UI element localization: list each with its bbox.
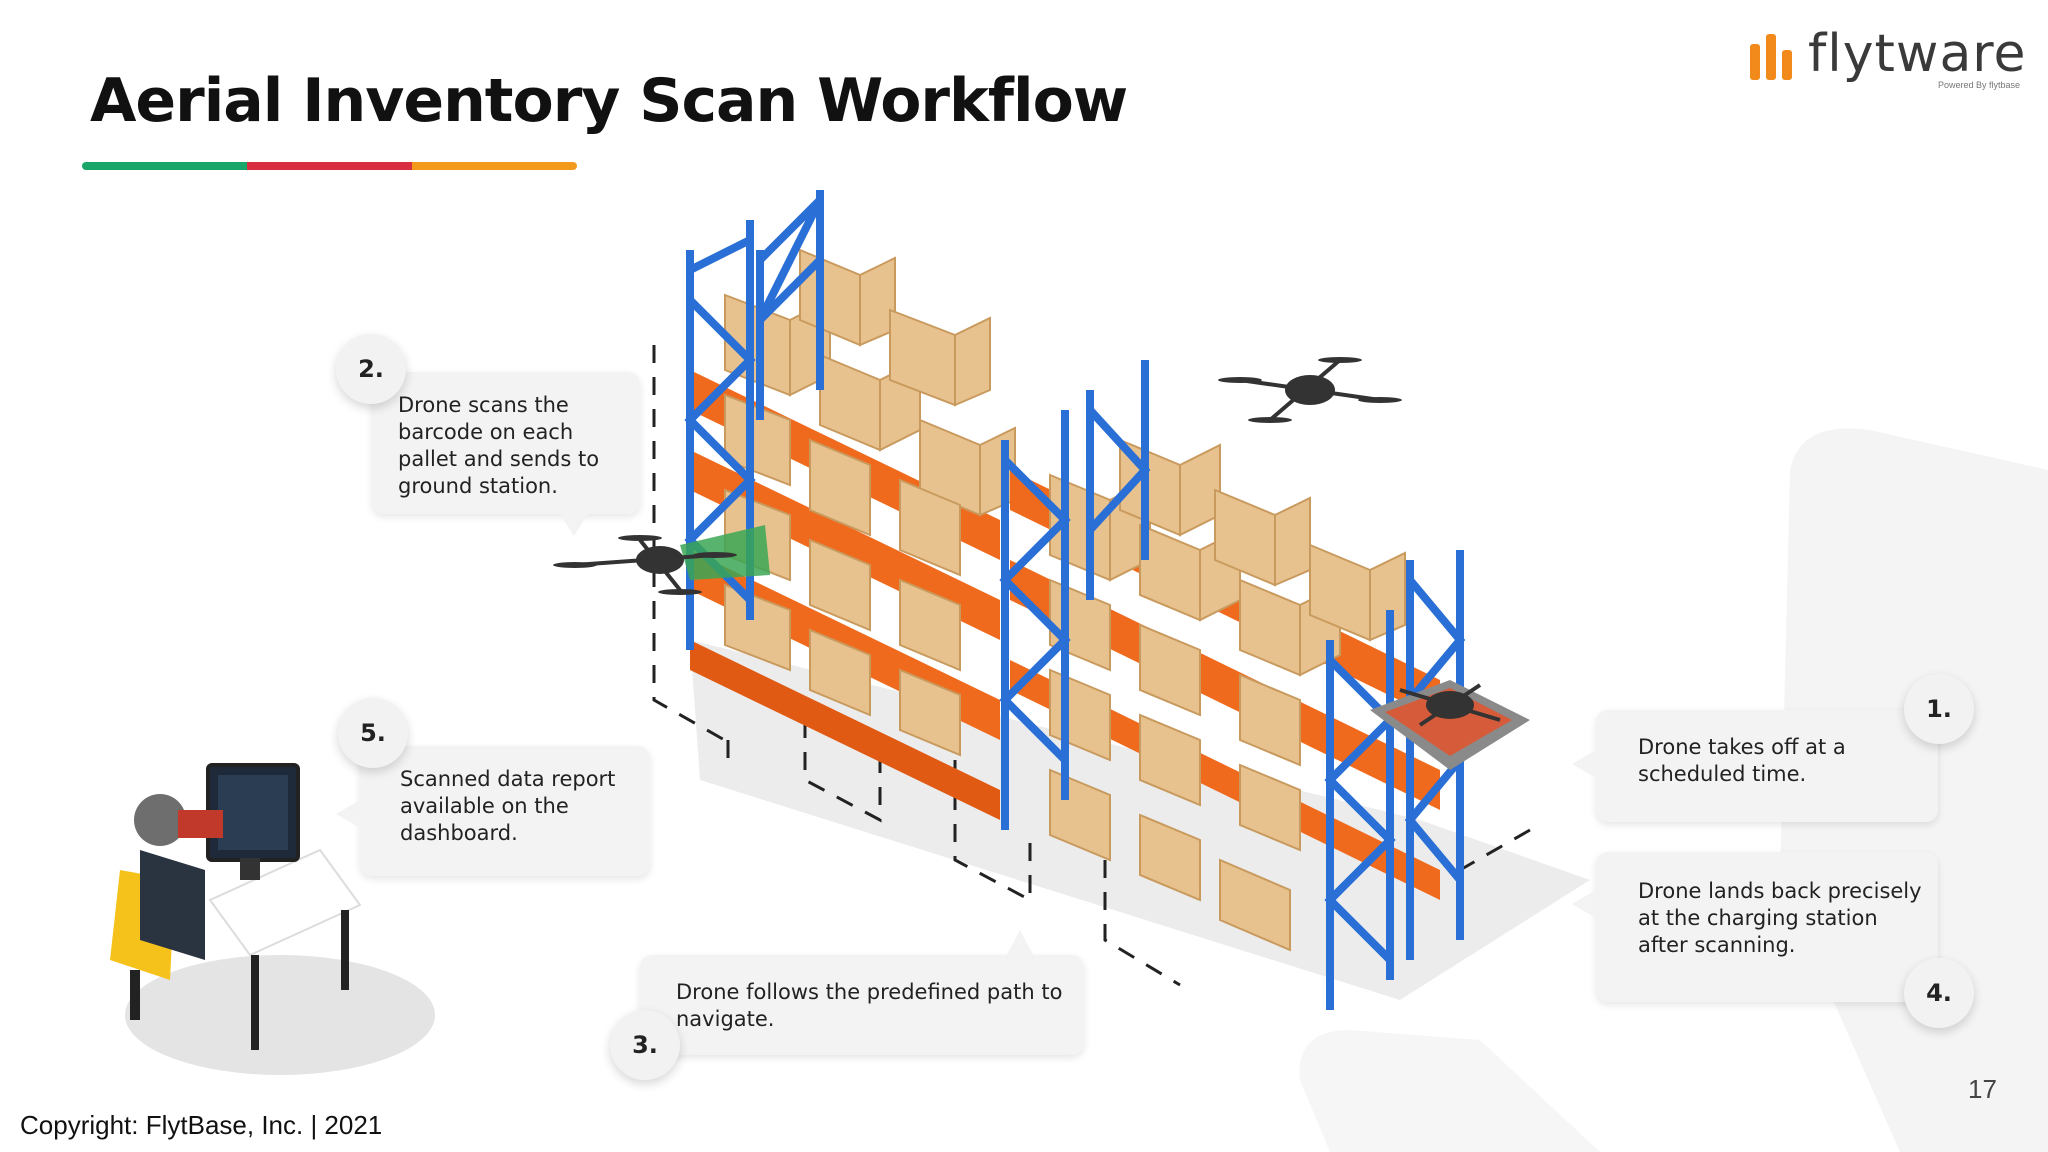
underline-red [247, 162, 412, 170]
callout-step-4-pointer [1572, 890, 1596, 918]
drone-scanning [553, 525, 770, 595]
callout-step-1-text: Drone takes off at a scheduled time. [1638, 735, 1846, 786]
underline-orange [412, 162, 577, 170]
step-2-badge: 2. [336, 334, 406, 404]
step-3-badge: 3. [610, 1010, 680, 1080]
callout-step-2-pointer [560, 514, 588, 536]
callout-step-5-text: Scanned data report available on the das… [400, 767, 616, 845]
callout-step-3: Drone follows the predefined path to nav… [640, 955, 1084, 1055]
callout-step-1-pointer [1572, 750, 1596, 778]
step-4-badge: 4. [1904, 958, 1974, 1028]
logo-tagline: Powered By flytbase [1937, 80, 2020, 90]
slide-title: Aerial Inventory Scan Workflow [90, 66, 1128, 136]
drone-landed [1399, 683, 1501, 727]
right-rack [999, 360, 1466, 1010]
callout-step-2: Drone scans the barcode on each pallet a… [372, 372, 640, 514]
underline-green [82, 162, 247, 170]
callout-step-1: Drone takes off at a scheduled time. [1596, 710, 1938, 822]
logo-wordmark: flytware [1808, 24, 2027, 84]
logo-bars-icon [1750, 34, 1792, 80]
drone-top-right [1218, 357, 1402, 423]
callout-step-4: Drone lands back precisely at the chargi… [1596, 852, 1938, 1002]
copyright-footer: Copyright: FlytBase, Inc. | 2021 [20, 1110, 383, 1140]
step-5-badge: 5. [338, 698, 408, 768]
callout-step-4-text: Drone lands back precisely at the chargi… [1638, 879, 1922, 957]
callout-step-3-text: Drone follows the predefined path to nav… [676, 980, 1063, 1031]
callout-step-2-text: Drone scans the barcode on each pallet a… [398, 393, 600, 498]
title-underline [82, 162, 577, 170]
step-1-badge: 1. [1904, 674, 1974, 744]
page-number: 17 [1968, 1074, 1997, 1104]
callout-step-5-pointer [336, 800, 360, 828]
callout-step-5: Scanned data report available on the das… [360, 746, 650, 876]
callout-step-3-pointer [1006, 930, 1034, 956]
flytware-logo: flytware Powered By flytbase [1746, 24, 2028, 100]
operator-at-desk [110, 763, 435, 1075]
